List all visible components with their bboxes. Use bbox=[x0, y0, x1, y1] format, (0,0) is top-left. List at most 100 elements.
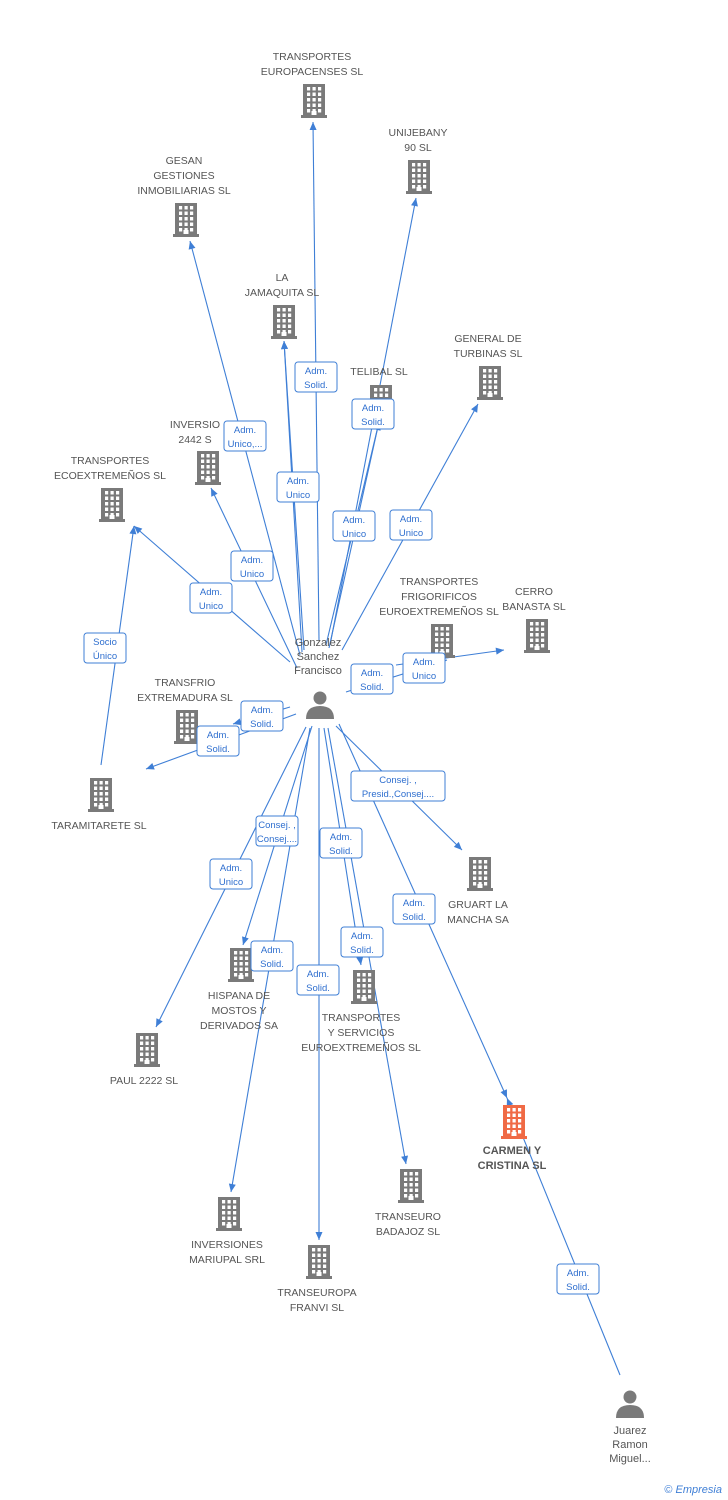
building-icon bbox=[173, 203, 199, 237]
role-label-line: Solid. bbox=[566, 1282, 590, 1293]
edge-arrow-icon bbox=[228, 1183, 236, 1192]
node-label: DERIVADOS SA bbox=[200, 1020, 278, 1032]
role-label-line: Adm. bbox=[287, 476, 309, 487]
role-label-box bbox=[250, 940, 294, 972]
role-label[interactable]: Adm.Solid. bbox=[250, 940, 294, 972]
role-label[interactable]: Consej. ,Consej.... bbox=[255, 815, 299, 847]
role-label-line: Solid. bbox=[360, 682, 384, 693]
role-label-line: Unico bbox=[199, 601, 223, 612]
role-label[interactable]: Adm.Solid. bbox=[296, 964, 340, 996]
role-label-line: Unico,... bbox=[228, 439, 263, 450]
building-icon bbox=[271, 305, 297, 339]
node-label: TRANSPORTES bbox=[400, 576, 479, 588]
role-label[interactable]: Adm.Solid. bbox=[556, 1263, 600, 1295]
role-label[interactable]: Adm.Unico bbox=[209, 858, 253, 890]
node-taramitarete[interactable]: TARAMITARETE SL bbox=[51, 778, 147, 832]
node-label: FRANVI SL bbox=[290, 1302, 344, 1314]
role-label[interactable]: Adm.Solid. bbox=[294, 361, 338, 393]
role-label-line: Solid. bbox=[250, 719, 274, 730]
role-label[interactable]: Adm.Unico bbox=[402, 652, 446, 684]
role-label-line: Solid. bbox=[306, 983, 330, 994]
footer-brand[interactable]: © Empresia bbox=[664, 1484, 722, 1496]
edge-arrow-icon bbox=[134, 526, 143, 534]
role-label-line: Adm. bbox=[200, 587, 222, 598]
role-label[interactable]: Adm.Unico bbox=[230, 550, 274, 582]
role-label-box bbox=[230, 550, 274, 582]
node-label: LA bbox=[276, 272, 289, 284]
role-label-line: Adm. bbox=[241, 555, 263, 566]
edge-arrow-icon bbox=[356, 956, 364, 965]
edge-line bbox=[506, 1097, 621, 1376]
role-label[interactable]: Adm.Solid. bbox=[350, 663, 394, 695]
edge-arrow-icon bbox=[315, 1232, 323, 1240]
role-label-line: Consej.... bbox=[257, 834, 297, 845]
role-label-box bbox=[350, 770, 446, 802]
node-label: GESTIONES bbox=[153, 170, 214, 182]
role-label[interactable]: Adm.Solid. bbox=[351, 398, 395, 430]
role-label[interactable]: Adm.Solid. bbox=[240, 700, 284, 732]
role-label[interactable]: Adm.Solid. bbox=[319, 827, 363, 859]
role-label[interactable]: Adm.Unico bbox=[332, 510, 376, 542]
edge-arrow-icon bbox=[453, 841, 462, 850]
role-label[interactable]: Adm. Unico bbox=[189, 582, 233, 614]
node-gruart[interactable]: GRUART LA MANCHA SA bbox=[447, 857, 509, 926]
node-label: EXTREMADURA SL bbox=[137, 692, 233, 704]
role-label[interactable]: Adm.Solid. bbox=[392, 893, 436, 925]
node-label: TRANSPORTES bbox=[71, 455, 150, 467]
edge-arrow-icon bbox=[129, 526, 137, 535]
node-label: HISPANA DE bbox=[208, 990, 270, 1002]
node-label: Juarez bbox=[613, 1425, 646, 1437]
role-label[interactable]: Adm.Solid. bbox=[340, 926, 384, 958]
role-label-box bbox=[276, 471, 320, 503]
node-label: GENERAL DE bbox=[454, 333, 521, 345]
role-label-line: Unico bbox=[412, 671, 436, 682]
role-label-box bbox=[196, 725, 240, 757]
node-label: GRUART LA bbox=[448, 899, 508, 911]
edge-arrow-icon bbox=[281, 341, 289, 350]
role-label-box bbox=[350, 663, 394, 695]
role-label-line: Adm. bbox=[261, 945, 283, 956]
node-label: GESAN bbox=[166, 155, 203, 167]
node-label: CERRO bbox=[515, 586, 553, 598]
role-label[interactable]: Adm.Solid. bbox=[196, 725, 240, 757]
building-icon bbox=[524, 619, 550, 653]
node-paul_2222[interactable]: PAUL 2222 SL bbox=[110, 1033, 178, 1087]
role-label[interactable]: Adm.Unico bbox=[389, 509, 433, 541]
role-label-box bbox=[209, 858, 253, 890]
role-label[interactable]: Adm.Unico bbox=[276, 471, 320, 503]
node-label: MANCHA SA bbox=[447, 914, 509, 926]
building-icon bbox=[99, 488, 125, 522]
edge-arrow-icon bbox=[309, 122, 317, 131]
role-label-line: Solid. bbox=[350, 945, 374, 956]
role-label-line: Adm. bbox=[400, 514, 422, 525]
role-label-box bbox=[351, 398, 395, 430]
node-label: MARIUPAL SRL bbox=[189, 1254, 265, 1266]
brand-name: Empresia bbox=[675, 1484, 722, 1496]
edge-arrow-icon bbox=[242, 936, 249, 945]
edge-arrow-icon bbox=[233, 718, 242, 726]
node-juarez[interactable]: JuarezRamonMiguel... bbox=[609, 1390, 651, 1466]
role-label-line: Socio bbox=[93, 637, 117, 648]
role-label[interactable]: Consej. ,Presid.,Consej.... bbox=[350, 770, 446, 802]
role-label[interactable]: Adm.Unico,... bbox=[223, 420, 267, 452]
role-label-line: Unico bbox=[219, 877, 243, 888]
building-icon bbox=[406, 160, 432, 194]
